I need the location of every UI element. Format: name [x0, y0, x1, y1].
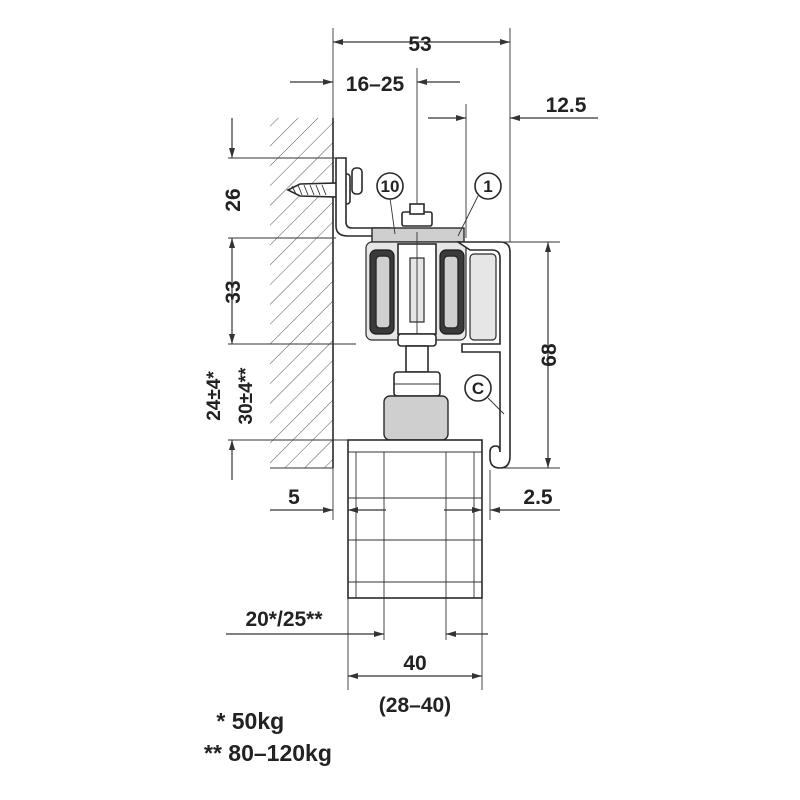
- dim-5: 5: [288, 486, 300, 509]
- callout-c-label: C: [472, 379, 484, 398]
- dim-20-25: 20*/25**: [245, 608, 323, 631]
- dim-30-pm-4: 30±4**: [236, 367, 257, 425]
- dim-26: 26: [222, 188, 245, 211]
- door-panel: [347, 439, 483, 599]
- dim-53: 53: [408, 33, 431, 56]
- dimension-lines: [226, 39, 598, 679]
- dim-68: 68: [538, 343, 561, 367]
- dim-12-5: 12.5: [546, 94, 587, 117]
- dim-24-pm-4: 24±4*: [204, 371, 225, 421]
- roller-carriage: [365, 203, 467, 441]
- callout-c: C: [464, 374, 505, 415]
- extension-lines: [228, 28, 560, 690]
- dim-33: 33: [222, 280, 245, 303]
- dim-16-25: 16–25: [346, 73, 405, 96]
- wall-section: [270, 118, 334, 469]
- callout-10: 10: [376, 172, 404, 235]
- legend-line-80-120kg: ** 80–120kg: [204, 740, 332, 766]
- track-rail: [455, 241, 511, 469]
- dim-2-5: 2.5: [523, 486, 553, 509]
- callout-1-label: 1: [483, 177, 492, 196]
- callout-1: 1: [457, 172, 502, 237]
- callout-10-label: 10: [381, 177, 400, 196]
- dim-40: 40: [403, 652, 426, 675]
- legend-line-50kg: * 50kg: [210, 708, 285, 734]
- dim-28-40: (28–40): [379, 694, 451, 717]
